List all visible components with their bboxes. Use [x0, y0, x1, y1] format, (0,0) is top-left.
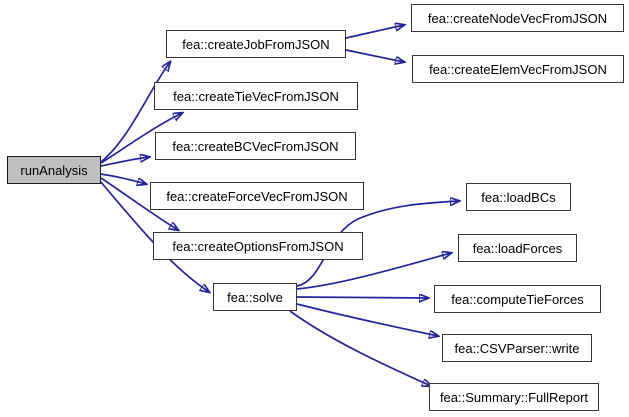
node-solve[interactable]: fea::solve: [213, 283, 297, 311]
node-load-forces[interactable]: fea::loadForces: [458, 234, 577, 262]
node-summary-full-report[interactable]: fea::Summary::FullReport: [429, 383, 599, 411]
node-create-force-vec-from-json[interactable]: fea::createForceVecFromJSON: [150, 182, 364, 210]
edge-solve-to-loadforces: [296, 253, 451, 290]
node-create-options-from-json[interactable]: fea::createOptionsFromJSON: [153, 232, 363, 260]
edge-createjobfromjson-to-createnodevecfromjson: [345, 25, 404, 39]
edge-solve-to-loadbcs: [296, 201, 459, 287]
node-csv-parser-write[interactable]: fea::CSVParser::write: [442, 334, 592, 362]
node-create-tie-vec-from-json[interactable]: fea::createTieVecFromJSON: [154, 82, 358, 110]
edge-createjobfromjson-to-createelemvecfromjson: [345, 49, 404, 62]
edge-solve-to-computetieforces: [296, 297, 428, 298]
node-create-elem-vec-from-json[interactable]: fea::createElemVecFromJSON: [412, 55, 624, 83]
edge-runanalysis-to-createoptionsfromjson: [100, 177, 178, 230]
edge-runanalysis-to-createjobfromjson: [100, 62, 170, 163]
node-load-bcs[interactable]: fea::loadBCs: [466, 183, 571, 211]
edge-solve-to-csvparserwrite: [296, 303, 438, 336]
edge-solve-to-summaryfullreport: [289, 310, 431, 386]
edge-runanalysis-to-createtievecfromjson: [100, 113, 182, 164]
node-compute-tie-forces[interactable]: fea::computeTieForces: [434, 285, 601, 313]
node-run-analysis[interactable]: runAnalysis: [7, 156, 101, 184]
edge-runanalysis-to-createforcevecfromjson: [100, 173, 146, 184]
node-create-node-vec-from-json[interactable]: fea::createNodeVecFromJSON: [411, 4, 624, 32]
node-create-job-from-json[interactable]: fea::createJobFromJSON: [166, 30, 346, 58]
node-create-bc-vec-from-json[interactable]: fea::createBCVecFromJSON: [155, 132, 356, 160]
edge-runanalysis-to-createbcvecfromjson: [100, 157, 149, 167]
